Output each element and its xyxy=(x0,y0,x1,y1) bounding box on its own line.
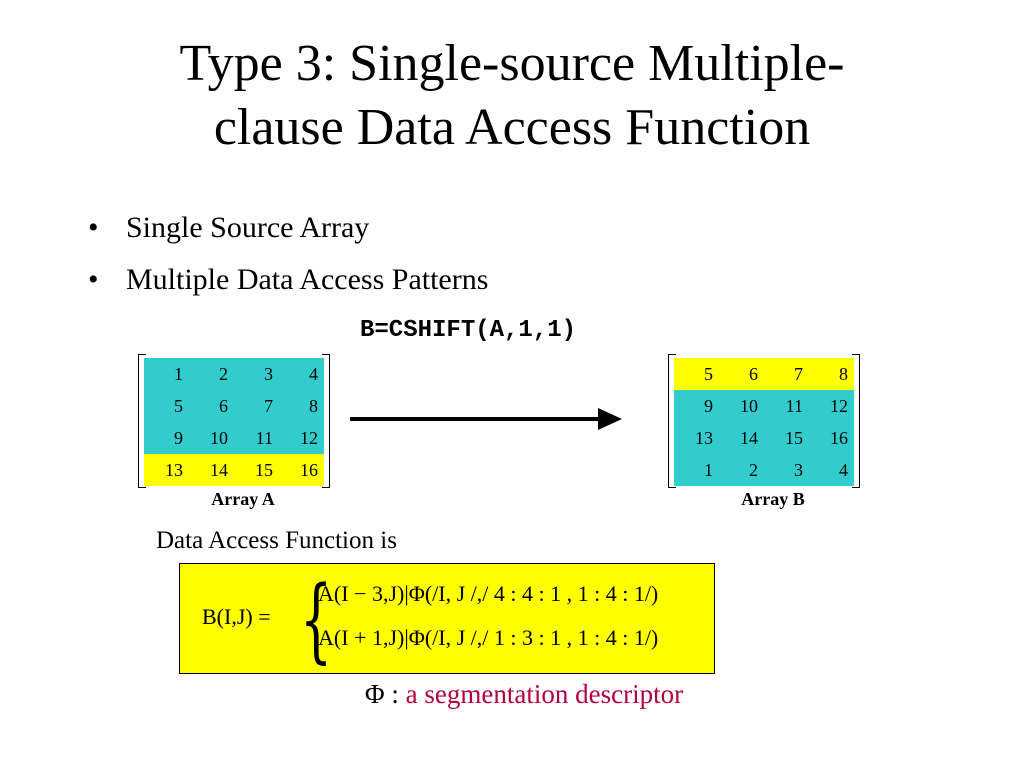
formula-box: B(I,J) = { A(I − 3,J)|Φ(/I, J /,/ 4 : 4 … xyxy=(179,563,715,674)
matrix-cell: 7 xyxy=(794,364,803,384)
array-a-caption: Array A xyxy=(211,489,275,509)
phi-symbol: Φ : xyxy=(364,679,399,709)
matrix-cell: 8 xyxy=(309,396,318,416)
matrix-cell: 7 xyxy=(264,396,273,416)
array-b-caption: Array B xyxy=(741,489,805,509)
data-access-function-label: Data Access Function is xyxy=(156,527,397,554)
formula-clause-2: A(I + 1,J)|Φ(/I, J /,/ 1 : 3 : 1 , 1 : 4… xyxy=(318,625,659,650)
descriptor-text: a segmentation descriptor xyxy=(405,679,684,709)
matrix-cell: 10 xyxy=(740,396,758,416)
matrix-cell: 12 xyxy=(300,428,318,448)
title-line-1: Type 3: Single-source Multiple- xyxy=(179,35,845,92)
left-brace-icon: { xyxy=(300,566,333,673)
bullet-list: Single Source Array Multiple Data Access… xyxy=(86,204,488,308)
matrix-cell: 14 xyxy=(210,460,228,480)
matrix-cell: 15 xyxy=(785,428,803,448)
matrix-cell: 5 xyxy=(174,396,183,416)
array-b-matrix: 5 6 7 8 9 10 11 12 13 14 15 16 1 2 3 4 xyxy=(668,354,860,488)
matrix-cell: 11 xyxy=(255,428,273,448)
matrix-cell: 1 xyxy=(174,364,183,384)
matrix-cell: 4 xyxy=(839,460,848,480)
matrix-cell: 16 xyxy=(830,428,848,448)
matrix-cell: 2 xyxy=(749,460,758,480)
shift-arrow-line xyxy=(350,417,600,421)
matrix-cell: 14 xyxy=(740,428,758,448)
matrix-cell: 13 xyxy=(695,428,713,448)
matrix-cell: 6 xyxy=(219,396,228,416)
array-a-matrix: 1 2 3 4 5 6 7 8 9 10 11 12 13 14 15 16 xyxy=(138,354,330,488)
matrix-cell: 11 xyxy=(785,396,803,416)
matrix-cell: 13 xyxy=(165,460,183,480)
matrix-row: 9 10 11 12 xyxy=(674,390,854,422)
matrix-cell: 3 xyxy=(264,364,273,384)
matrix-cell: 5 xyxy=(704,364,713,384)
matrix-row: 1 2 3 4 xyxy=(674,454,854,486)
cshift-code: B=CSHIFT(A,1,1) xyxy=(360,317,577,344)
matrix-cell: 1 xyxy=(704,460,713,480)
matrix-bracket-right xyxy=(322,354,330,488)
matrix-cell: 9 xyxy=(704,396,713,416)
title-line-2: clause Data Access Function xyxy=(213,99,811,156)
matrix-cell: 2 xyxy=(219,364,228,384)
matrix-row: 1 2 3 4 xyxy=(144,358,324,390)
formula-lhs: B(I,J) = xyxy=(202,604,271,629)
formula-clause-1: A(I − 3,J)|Φ(/I, J /,/ 4 : 4 : 1 , 1 : 4… xyxy=(318,581,659,606)
matrix-row: 9 10 11 12 xyxy=(144,422,324,454)
matrix-bracket-left xyxy=(138,354,146,488)
matrix-cell: 3 xyxy=(794,460,803,480)
matrix-row: 5 6 7 8 xyxy=(674,358,854,390)
matrix-bracket-left xyxy=(668,354,676,488)
bullet-item: Multiple Data Access Patterns xyxy=(86,256,488,308)
matrix-cell: 16 xyxy=(300,460,318,480)
shift-arrow-head-icon xyxy=(598,408,622,430)
slide-title: Type 3: Single-source Multiple- clause D… xyxy=(0,32,1024,160)
bullet-item: Single Source Array xyxy=(86,204,488,256)
matrix-cell: 10 xyxy=(210,428,228,448)
descriptor-note: Φ : a segmentation descriptor xyxy=(0,676,1024,712)
matrix-bracket-right xyxy=(852,354,860,488)
matrix-row: 5 6 7 8 xyxy=(144,390,324,422)
matrix-cell: 4 xyxy=(309,364,318,384)
matrix-row: 13 14 15 16 xyxy=(674,422,854,454)
matrix-cell: 6 xyxy=(749,364,758,384)
matrix-row: 13 14 15 16 xyxy=(144,454,324,486)
matrix-cell: 12 xyxy=(830,396,848,416)
matrix-cell: 15 xyxy=(255,460,273,480)
matrix-cell: 8 xyxy=(839,364,848,384)
matrix-cell: 9 xyxy=(174,428,183,448)
